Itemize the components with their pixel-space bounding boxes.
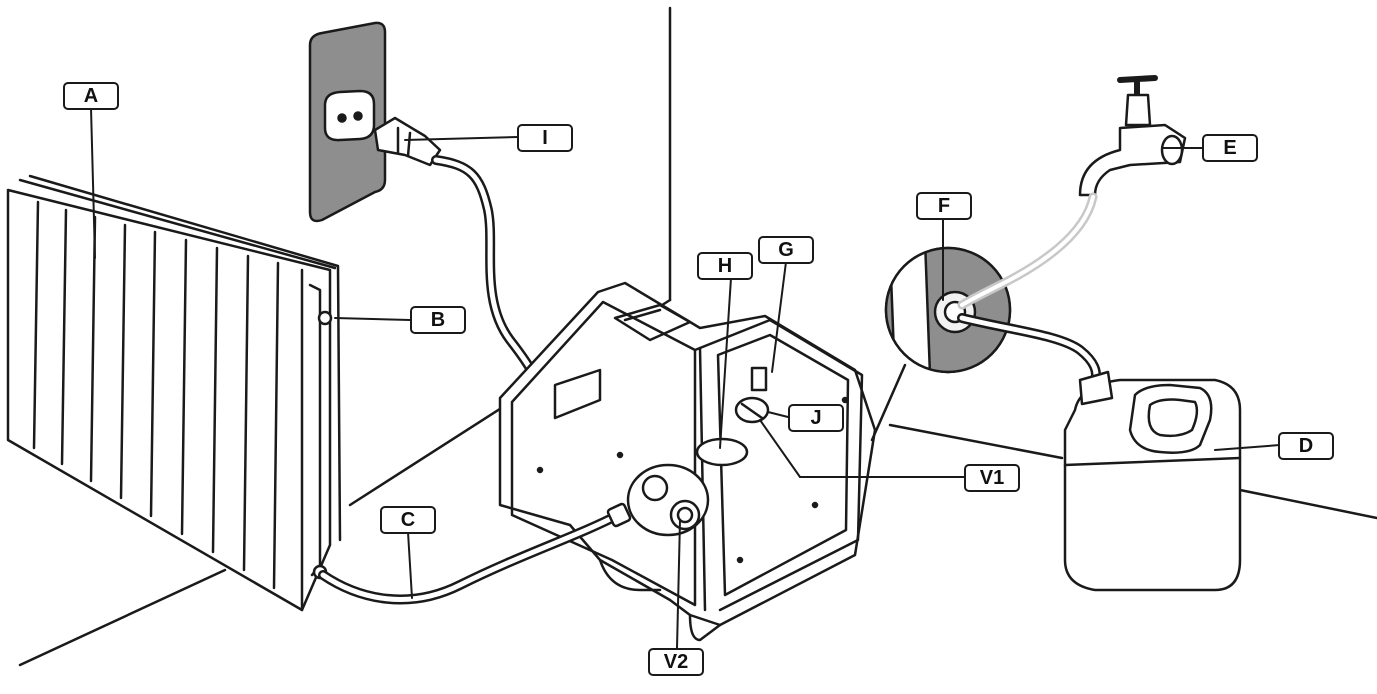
wall-connection-inset [870,246,1012,442]
label-h: H [697,252,753,280]
leader-lines [90,107,1281,649]
radiator-hose [318,502,632,605]
label-v1: V1 [964,464,1020,492]
water-hose-faint-core [960,195,1095,307]
label-e: E [1202,134,1258,162]
label-b: B [410,306,466,334]
label-a: A [63,82,119,110]
radiator [6,174,342,612]
wall-outlet [308,21,387,223]
label-v2: V2 [648,648,704,676]
label-c: C [380,506,436,534]
label-i: I [517,124,573,152]
jerrycan [1063,370,1242,592]
label-f: F [916,192,972,220]
water-tap [1078,75,1187,197]
drain-hose [957,313,1102,387]
label-d: D [1278,432,1334,460]
pump-unit [498,281,877,642]
label-g: G [758,236,814,264]
label-j: J [788,404,844,432]
